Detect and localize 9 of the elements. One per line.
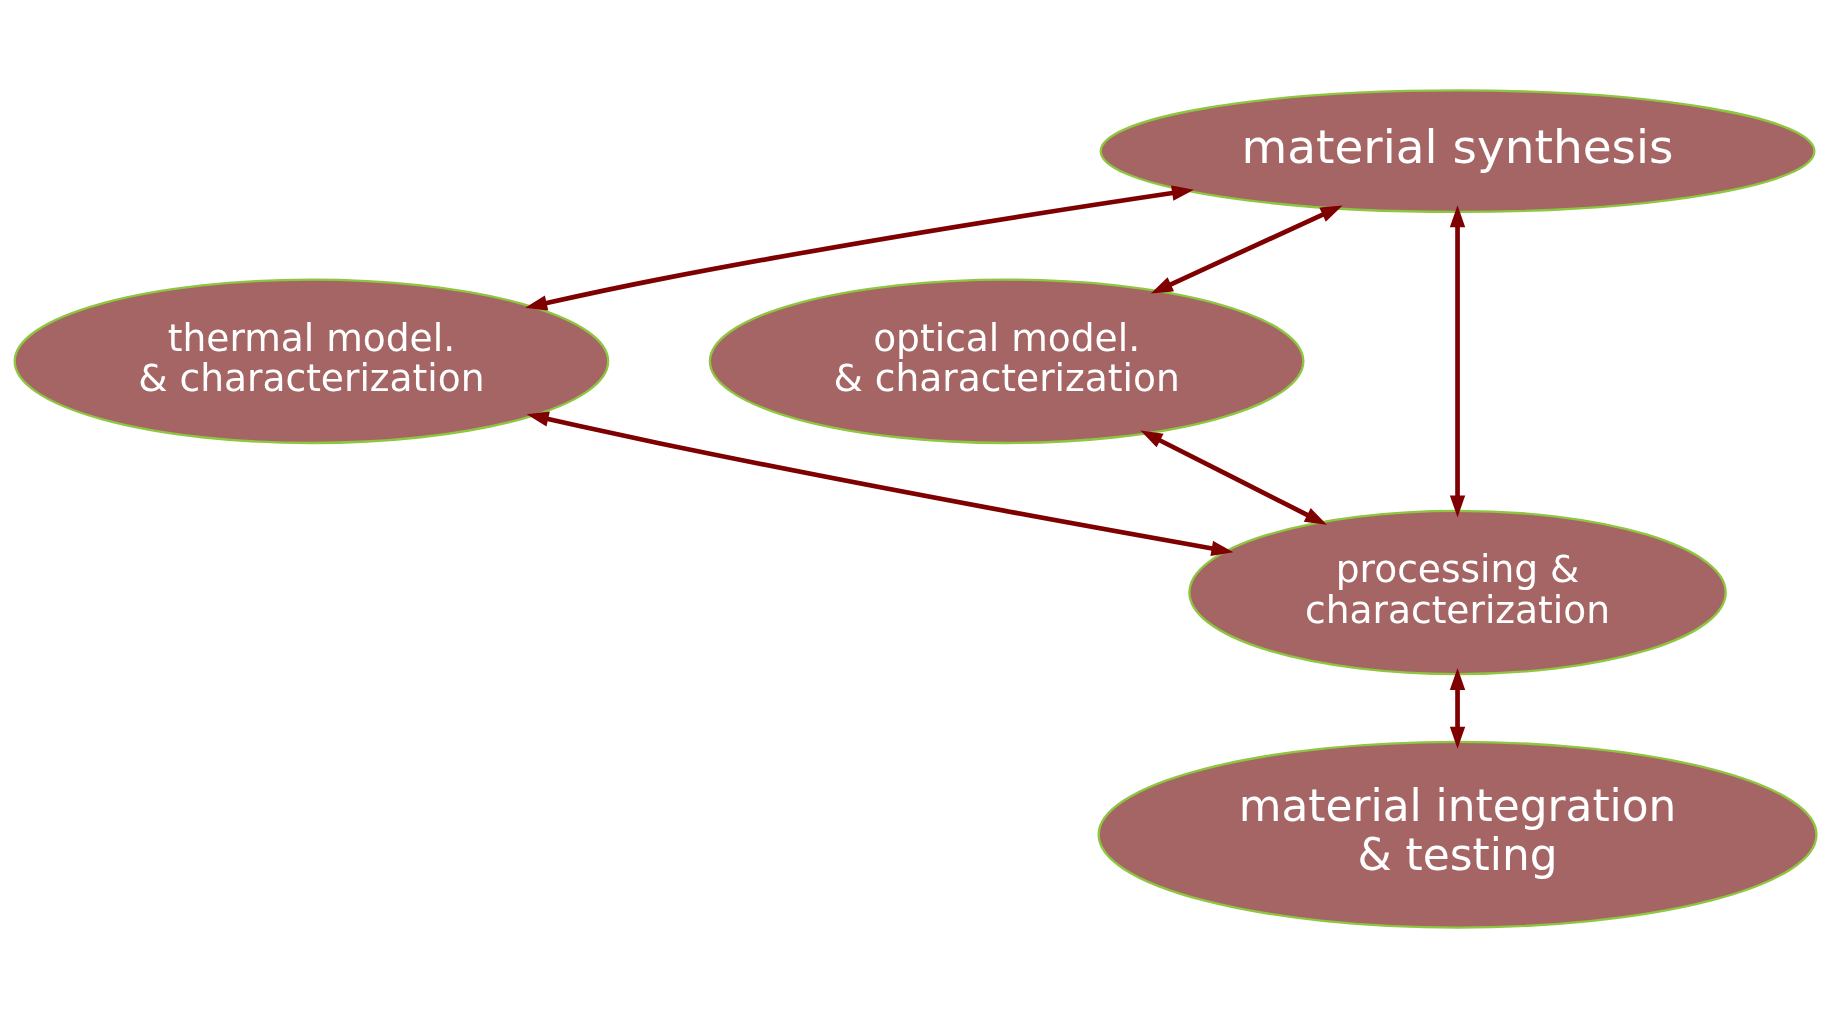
arrow xyxy=(1449,204,1466,517)
arrow xyxy=(525,184,1194,311)
arrow xyxy=(1150,205,1343,294)
arrow xyxy=(1449,667,1466,749)
arrow xyxy=(526,411,1234,556)
arrow xyxy=(1140,430,1327,525)
node-ellipse: material synthesis xyxy=(1099,88,1816,213)
node-ellipse: material integration & testing xyxy=(1097,740,1818,929)
node-ellipse: thermal model. & characterization xyxy=(13,277,610,444)
